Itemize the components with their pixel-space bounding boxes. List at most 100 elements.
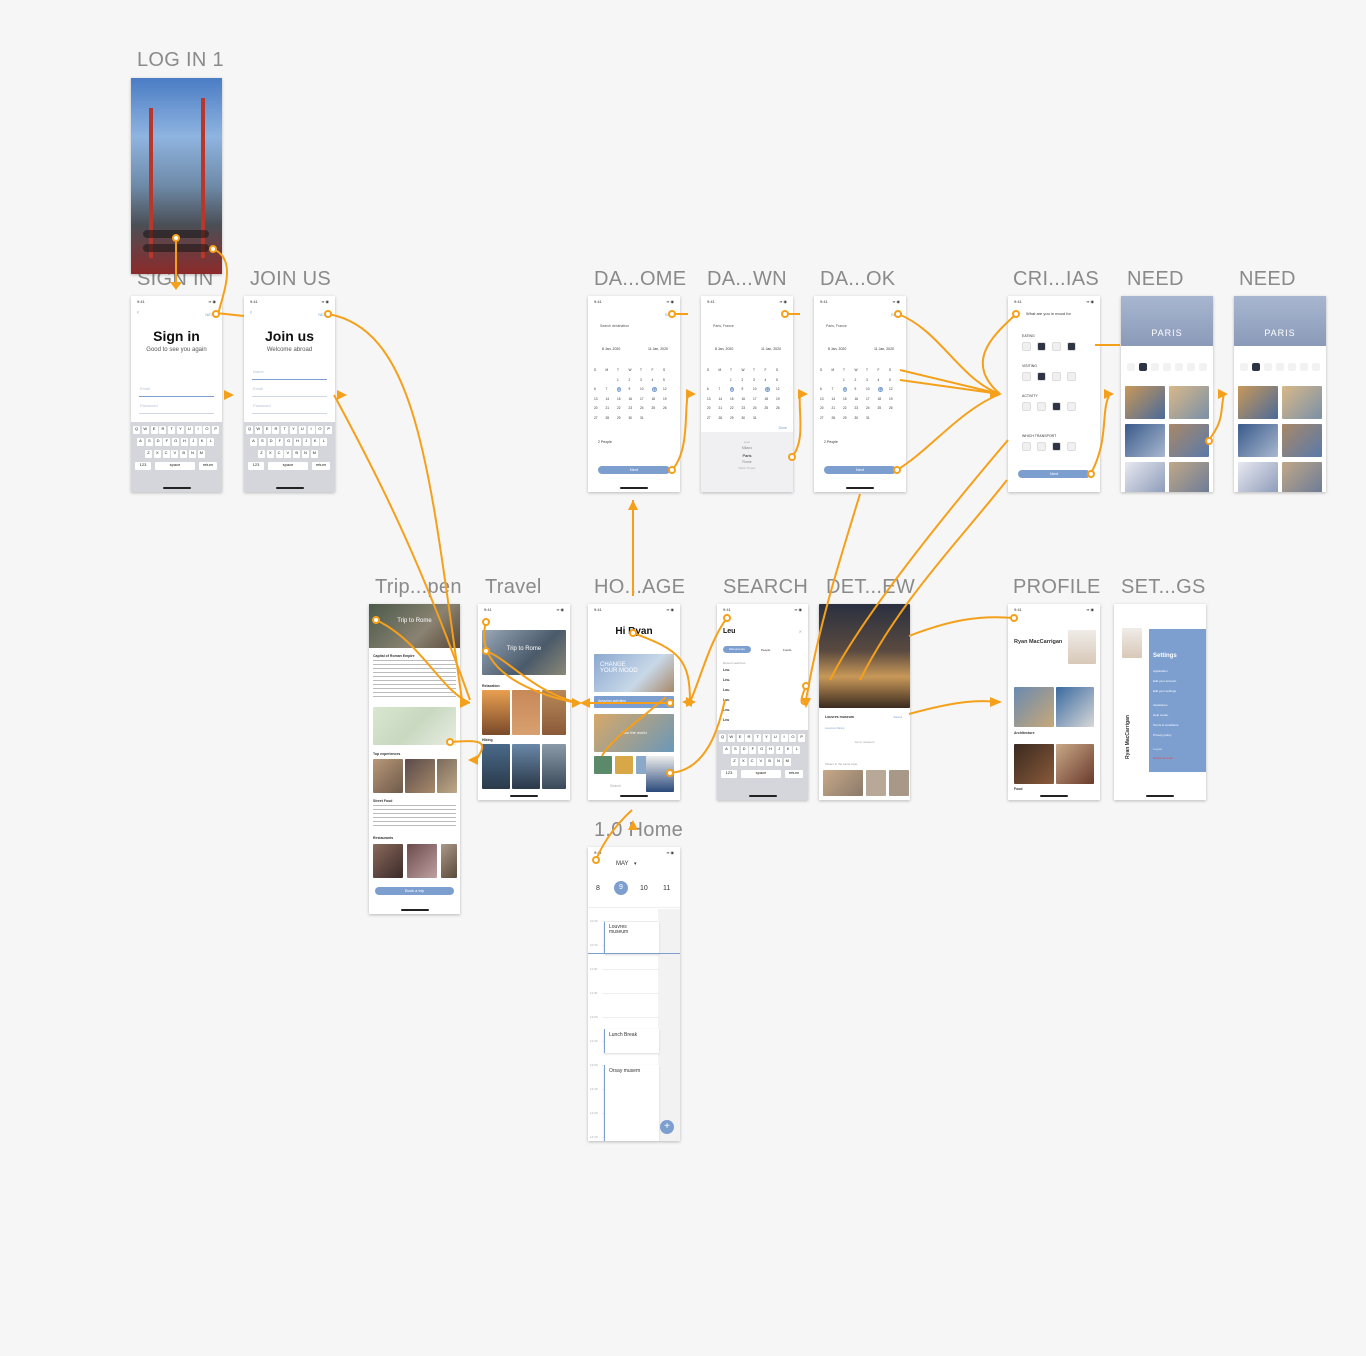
calendar-day[interactable]: 4 [651, 377, 654, 382]
key-l[interactable]: L [320, 438, 328, 446]
filter-icon[interactable] [1288, 363, 1296, 371]
key-space[interactable]: space [268, 462, 308, 470]
logout-link[interactable]: Logout [1153, 747, 1163, 751]
filter-icon[interactable] [1187, 363, 1195, 371]
key-q[interactable]: Q [133, 426, 140, 434]
key-n[interactable]: N [189, 450, 196, 458]
calendar-day[interactable]: 21 [718, 406, 723, 410]
key-i[interactable]: I [307, 426, 315, 434]
calendar-day[interactable]: 29 [843, 415, 847, 420]
filter-icon[interactable] [1175, 363, 1183, 371]
key-r[interactable]: R [272, 426, 280, 434]
calendar-day[interactable]: 31 [866, 415, 870, 420]
key-r[interactable]: R [745, 734, 753, 742]
calendar-day[interactable]: 10 [640, 387, 644, 391]
criteria-option-icon[interactable] [1037, 442, 1046, 451]
people-count[interactable]: 2 People [598, 440, 612, 444]
key-z[interactable]: Z [145, 450, 152, 458]
map-image[interactable] [373, 707, 456, 745]
exp-photo[interactable] [373, 759, 403, 793]
calendar-day[interactable]: 10 [866, 387, 870, 391]
event-card[interactable]: Louvres museum [604, 922, 659, 954]
relax-photo[interactable] [482, 690, 510, 735]
settings-item[interactable]: Edit your account [1153, 679, 1177, 683]
delete-account-link[interactable]: Delete account [1153, 756, 1174, 760]
calendar-day[interactable]: 12 [889, 387, 893, 391]
key-m[interactable]: M [783, 758, 791, 766]
calendar-day[interactable]: 18 [764, 396, 769, 401]
search-result[interactable]: Leu [723, 718, 730, 722]
back-icon[interactable]: ‹ [250, 310, 252, 316]
key-q[interactable]: Q [246, 426, 253, 434]
calendar-day[interactable]: 26 [663, 406, 667, 410]
calendar-day[interactable]: 18 [651, 396, 656, 401]
key-e[interactable]: E [736, 734, 744, 742]
settings-item[interactable]: Assistance [1153, 703, 1168, 707]
activities-bar[interactable]: Amazing activities [594, 696, 674, 708]
selected-day[interactable]: 9 [614, 881, 628, 895]
calendar-day[interactable]: 15 [843, 396, 847, 401]
place-photo[interactable] [1169, 386, 1209, 419]
key-i[interactable]: I [194, 426, 202, 434]
key-k[interactable]: K [311, 438, 319, 446]
calendar-day[interactable]: 11 [877, 387, 884, 392]
chevron-down-icon[interactable]: ▾ [634, 861, 637, 867]
go-button[interactable]: Go to museum [854, 740, 875, 744]
clear-icon[interactable]: ✕ [798, 629, 802, 634]
key-t[interactable]: T [754, 734, 762, 742]
hiking-photo[interactable] [482, 744, 510, 789]
search-destination[interactable]: Search destination [600, 324, 629, 328]
similar-photo[interactable] [823, 770, 863, 796]
calendar-day[interactable]: 14 [831, 396, 836, 401]
calendar-day[interactable]: 25 [651, 406, 656, 410]
destination-field[interactable]: Paris, France [826, 324, 847, 328]
key-c[interactable]: C [275, 450, 283, 458]
restaurant-photo[interactable] [407, 844, 437, 878]
calendar-day[interactable]: 17 [753, 396, 757, 401]
place-photo[interactable] [1125, 386, 1165, 419]
calendar-day[interactable]: 11 [764, 387, 771, 392]
calendar-day[interactable]: 25 [877, 406, 882, 410]
key-p[interactable]: P [325, 426, 333, 434]
calendar-day[interactable]: 5 [663, 377, 665, 382]
calendar-day[interactable]: 20 [594, 406, 598, 410]
place-photo[interactable] [1169, 462, 1209, 492]
key-u[interactable]: U [771, 734, 779, 742]
key-m[interactable]: M [197, 450, 205, 458]
key-x[interactable]: X [739, 758, 747, 766]
filter-icon[interactable] [1127, 363, 1135, 371]
key-o[interactable]: O [316, 426, 324, 434]
place-photo[interactable] [1282, 462, 1322, 492]
filter-icon[interactable] [1151, 363, 1159, 371]
calendar-day[interactable]: 16 [741, 396, 746, 401]
key-l[interactable]: L [793, 746, 801, 754]
calendar-day[interactable]: 3 [753, 377, 755, 382]
trip-card[interactable]: Trip to Rome [482, 630, 566, 675]
city-picker[interactable]: Lyon Milano Paris Rome Saint-Tropez [701, 432, 793, 492]
similar-photo[interactable] [889, 770, 909, 796]
place-photo[interactable] [1238, 462, 1278, 492]
calendar-day[interactable]: 7 [605, 387, 608, 391]
people-count[interactable]: 2 People [824, 440, 838, 444]
calendar-day[interactable]: 3 [640, 377, 642, 382]
key-t[interactable]: T [168, 426, 176, 434]
next-link[interactable]: NEXT [205, 312, 216, 317]
key-u[interactable]: U [185, 426, 193, 434]
filter-icon[interactable] [1312, 363, 1320, 371]
key-s[interactable]: S [258, 438, 266, 446]
exp-photo[interactable] [405, 759, 435, 793]
calendar-day[interactable]: 8 [730, 387, 735, 392]
key-num[interactable]: 123 [135, 462, 151, 470]
month-selector[interactable]: MAY [616, 861, 629, 867]
key-t[interactable]: T [281, 426, 289, 434]
password-field[interactable]: Password [140, 403, 158, 408]
name-field[interactable]: Name [253, 369, 264, 374]
calendar-day[interactable]: 6 [707, 387, 709, 391]
filter-icon[interactable] [1252, 363, 1260, 371]
criteria-option-icon[interactable] [1052, 372, 1061, 381]
add-event-button[interactable]: + [660, 1120, 674, 1134]
calendar-day[interactable]: 8 [843, 387, 848, 392]
calendar-day[interactable]: 9 [628, 387, 631, 391]
calendar-day[interactable]: 3 [866, 377, 868, 382]
